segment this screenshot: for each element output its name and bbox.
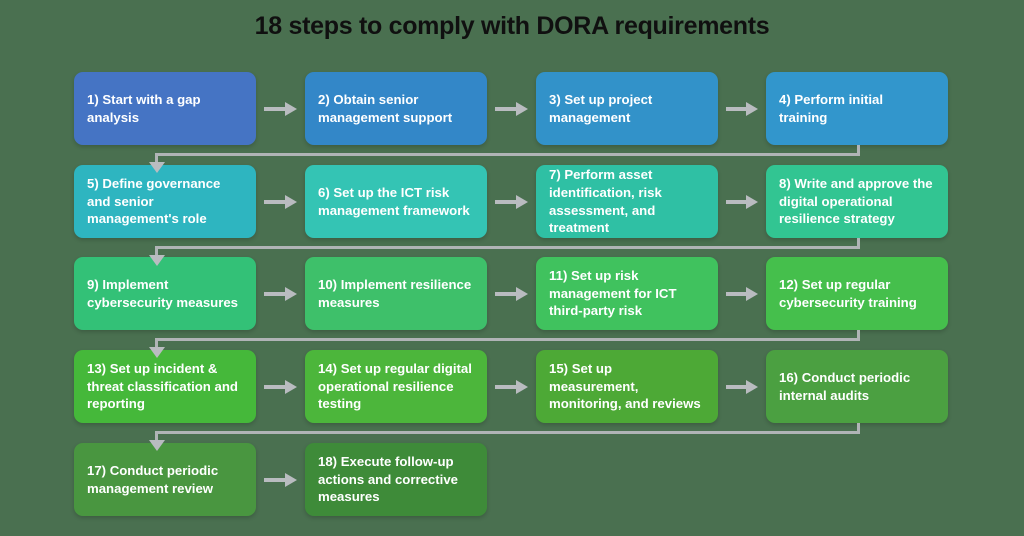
connector-arrow-17-to-18 bbox=[264, 472, 297, 487]
arrow-head bbox=[516, 101, 528, 116]
step-label-18: 18) Execute follow-up actions and correc… bbox=[318, 454, 458, 505]
arrow-head bbox=[746, 286, 758, 301]
connector-arrow-1-to-2 bbox=[264, 101, 297, 116]
arrow-shaft bbox=[264, 384, 286, 389]
connector-arrow-5-to-6 bbox=[264, 194, 297, 209]
connector-segment-down bbox=[857, 238, 860, 249]
connector-segment-down bbox=[857, 423, 860, 434]
arrow-shaft bbox=[726, 199, 747, 204]
step-box-1[interactable]: 1) Start with a gap analysis bbox=[74, 72, 256, 145]
step-label-6: 6) Set up the ICT risk management framew… bbox=[318, 184, 470, 218]
arrow-shaft bbox=[726, 106, 747, 111]
step-box-2[interactable]: 2) Obtain senior management support bbox=[305, 72, 487, 145]
step-box-3[interactable]: 3) Set up project management bbox=[536, 72, 718, 145]
step-box-6[interactable]: 6) Set up the ICT risk management framew… bbox=[305, 165, 487, 238]
step-box-11[interactable]: 11) Set up risk management for ICT third… bbox=[536, 257, 718, 330]
arrow-shaft bbox=[495, 199, 517, 204]
arrow-head bbox=[285, 379, 297, 394]
arrow-head bbox=[516, 194, 528, 209]
step-label-12: 12) Set up regular cybersecurity trainin… bbox=[779, 276, 917, 310]
connector-segment-into-target bbox=[155, 338, 158, 347]
arrow-shaft bbox=[264, 106, 286, 111]
connector-arrow-6-to-7 bbox=[495, 194, 528, 209]
arrow-shaft bbox=[264, 291, 286, 296]
arrow-shaft bbox=[495, 291, 517, 296]
connector-segment-into-target bbox=[155, 431, 158, 440]
connector-arrow-11-to-12 bbox=[726, 286, 758, 301]
step-label-13: 13) Set up incident & threat classificat… bbox=[87, 361, 238, 412]
step-box-15[interactable]: 15) Set up measurement, monitoring, and … bbox=[536, 350, 718, 423]
connector-arrow-3-to-4 bbox=[726, 101, 758, 116]
connector-arrowhead-down bbox=[149, 162, 165, 173]
step-label-7: 7) Perform asset identification, risk as… bbox=[549, 167, 662, 236]
step-label-14: 14) Set up regular digital operational r… bbox=[318, 361, 472, 412]
arrow-shaft bbox=[495, 384, 517, 389]
connector-arrow-2-to-3 bbox=[495, 101, 528, 116]
step-box-9[interactable]: 9) Implement cybersecurity measures bbox=[74, 257, 256, 330]
connector-arrow-14-to-15 bbox=[495, 379, 528, 394]
step-label-16: 16) Conduct periodic internal audits bbox=[779, 369, 911, 403]
step-box-8[interactable]: 8) Write and approve the digital operati… bbox=[766, 165, 948, 238]
step-box-10[interactable]: 10) Implement resilience measures bbox=[305, 257, 487, 330]
step-box-16[interactable]: 16) Conduct periodic internal audits bbox=[766, 350, 948, 423]
step-label-4: 4) Perform initial training bbox=[779, 91, 884, 125]
arrow-shaft bbox=[264, 199, 286, 204]
step-label-5: 5) Define governance and senior manageme… bbox=[87, 176, 221, 227]
step-box-18[interactable]: 18) Execute follow-up actions and correc… bbox=[305, 443, 487, 516]
arrow-head bbox=[285, 472, 297, 487]
connector-arrowhead-down bbox=[149, 255, 165, 266]
step-label-15: 15) Set up measurement, monitoring, and … bbox=[549, 361, 701, 412]
connector-arrow-9-to-10 bbox=[264, 286, 297, 301]
connector-segment-horizontal bbox=[155, 246, 860, 249]
arrow-head bbox=[516, 286, 528, 301]
connector-segment-down bbox=[857, 330, 860, 341]
step-label-17: 17) Conduct periodic management review bbox=[87, 462, 219, 496]
step-box-13[interactable]: 13) Set up incident & threat classificat… bbox=[74, 350, 256, 423]
step-box-4[interactable]: 4) Perform initial training bbox=[766, 72, 948, 145]
arrow-head bbox=[746, 379, 758, 394]
arrow-head bbox=[285, 101, 297, 116]
connector-segment-down bbox=[857, 145, 860, 156]
connector-arrow-13-to-14 bbox=[264, 379, 297, 394]
arrow-head bbox=[285, 194, 297, 209]
step-box-12[interactable]: 12) Set up regular cybersecurity trainin… bbox=[766, 257, 948, 330]
arrow-head bbox=[746, 101, 758, 116]
step-label-1: 1) Start with a gap analysis bbox=[87, 91, 201, 125]
connector-arrow-7-to-8 bbox=[726, 194, 758, 209]
step-box-5[interactable]: 5) Define governance and senior manageme… bbox=[74, 165, 256, 238]
step-label-2: 2) Obtain senior management support bbox=[318, 91, 453, 125]
arrow-head bbox=[746, 194, 758, 209]
step-box-7[interactable]: 7) Perform asset identification, risk as… bbox=[536, 165, 718, 238]
step-label-11: 11) Set up risk management for ICT third… bbox=[549, 268, 677, 319]
connector-segment-horizontal bbox=[155, 153, 860, 156]
arrow-shaft bbox=[495, 106, 517, 111]
connector-segment-horizontal bbox=[155, 338, 860, 341]
connector-segment-into-target bbox=[155, 153, 158, 162]
arrow-head bbox=[285, 286, 297, 301]
connector-segment-horizontal bbox=[155, 431, 860, 434]
arrow-shaft bbox=[726, 291, 747, 296]
connector-arrowhead-down bbox=[149, 440, 165, 451]
connector-arrowhead-down bbox=[149, 347, 165, 358]
connector-segment-into-target bbox=[155, 246, 158, 255]
step-label-9: 9) Implement cybersecurity measures bbox=[87, 276, 239, 310]
connector-arrow-10-to-11 bbox=[495, 286, 528, 301]
step-box-17[interactable]: 17) Conduct periodic management review bbox=[74, 443, 256, 516]
connector-arrow-15-to-16 bbox=[726, 379, 758, 394]
step-label-3: 3) Set up project management bbox=[549, 91, 653, 125]
step-label-8: 8) Write and approve the digital operati… bbox=[779, 176, 933, 227]
arrow-shaft bbox=[726, 384, 747, 389]
arrow-shaft bbox=[264, 477, 286, 482]
arrow-head bbox=[516, 379, 528, 394]
step-label-10: 10) Implement resilience measures bbox=[318, 276, 472, 310]
step-box-14[interactable]: 14) Set up regular digital operational r… bbox=[305, 350, 487, 423]
page-title: 18 steps to comply with DORA requirement… bbox=[254, 12, 770, 40]
